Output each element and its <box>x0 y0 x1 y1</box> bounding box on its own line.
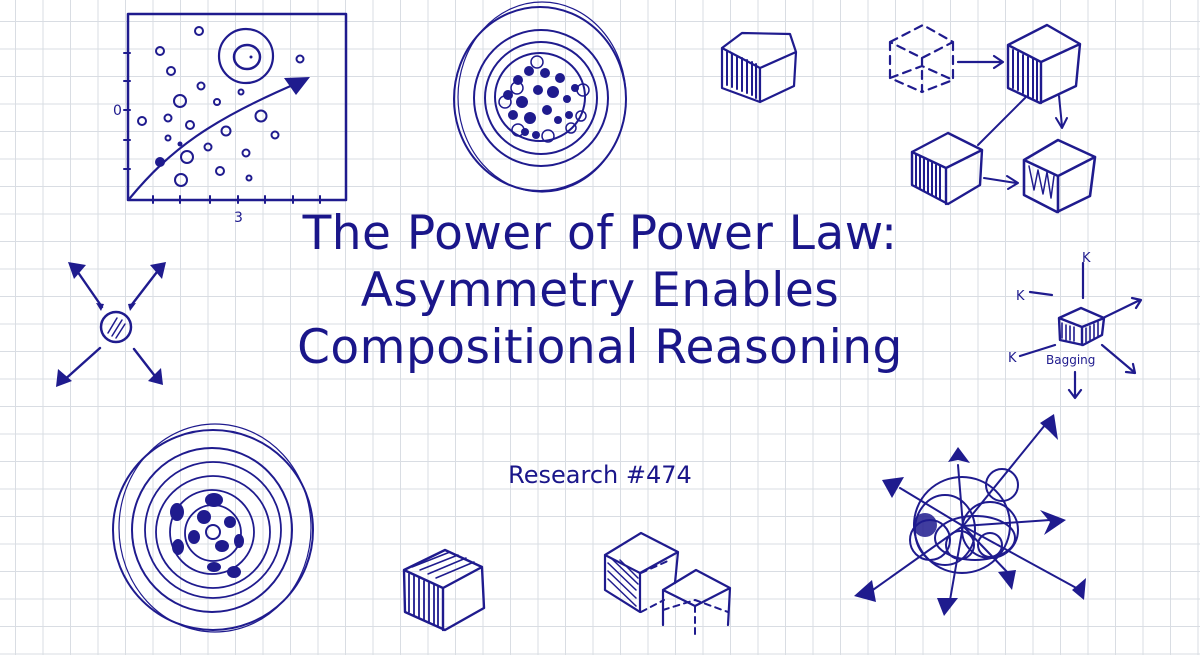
bagging-label: Bagging <box>1046 353 1095 367</box>
overlapping-cubes-illustration <box>603 531 732 636</box>
orbit-circles-illustration <box>112 423 314 633</box>
title-line-2: Asymmetry Enables <box>360 263 840 318</box>
k-label-bottom-left: K <box>1008 351 1017 366</box>
main-title: The Power of Power Law: Asymmetry Enable… <box>240 205 960 376</box>
k-label-top: K <box>1082 251 1091 266</box>
bagging-illustration: Bagging K K K <box>1008 251 1143 400</box>
cube-composition-illustration <box>888 23 1097 214</box>
radial-arrows-illustration <box>56 262 166 387</box>
title-line-1: The Power of Power Law: <box>302 206 898 261</box>
scatter-y-tick: 0 <box>113 103 122 119</box>
concentric-cluster-illustration <box>453 1 627 193</box>
hatched-cube-illustration <box>720 31 798 104</box>
research-number-label: Research #474 <box>508 461 692 489</box>
scatter-plot-illustration: 0 3 <box>113 12 348 226</box>
title-line-3: Compositional Reasoning <box>297 320 903 375</box>
scatter-x-tick: 3 <box>234 210 243 226</box>
k-label-left: K <box>1016 289 1025 304</box>
solid-cube-illustration <box>402 548 486 632</box>
tangled-arrows-illustration <box>854 414 1086 616</box>
